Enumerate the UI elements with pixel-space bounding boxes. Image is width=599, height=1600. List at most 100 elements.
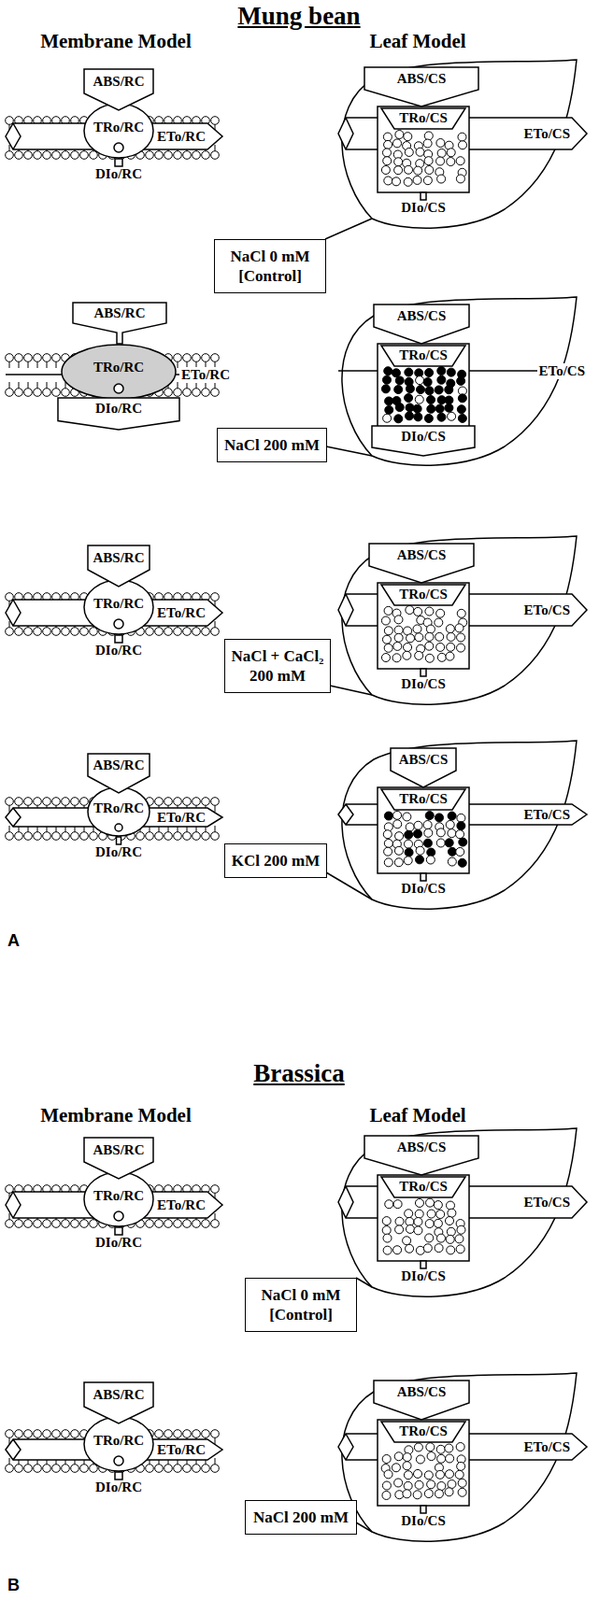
active-center-dot <box>456 1226 466 1235</box>
lipid-head <box>192 388 201 398</box>
node-label: TRo/CS <box>399 586 448 603</box>
lipid-tail <box>37 361 39 369</box>
trapping-center: TRo/CS <box>381 584 466 606</box>
lipid-head <box>173 798 183 807</box>
dissipation-arrow: DIo/RC <box>85 1472 152 1499</box>
active-center-dot <box>435 632 444 642</box>
active-center-dot <box>413 1218 423 1227</box>
lipid-head <box>164 1465 173 1474</box>
inactive-center-dot <box>425 368 434 377</box>
absorption-arrow: ABS/RC <box>84 1383 154 1425</box>
trapping-center: TRo/CS <box>381 789 466 811</box>
node-label: ETo/CS <box>524 126 571 143</box>
active-center-dot <box>383 1234 392 1243</box>
lipid-head <box>71 832 80 842</box>
treatment-label: NaCl 200 mM <box>223 435 321 456</box>
treatment-box: NaCl + CaCl₂ 200 mM <box>224 639 331 694</box>
dissipation-arrow: DIo/RC <box>57 398 180 430</box>
lipid-head <box>71 627 80 637</box>
active-center-dot <box>382 1454 391 1464</box>
treatment-box: NaCl 200 mM <box>244 1500 357 1536</box>
lipid-head <box>42 388 52 398</box>
active-center-dot <box>456 174 465 184</box>
lipid-head <box>145 1465 155 1474</box>
active-center-dot <box>413 175 422 185</box>
node-label: DIo/CS <box>400 428 446 445</box>
lipid-head <box>201 1430 211 1440</box>
active-center-dot <box>447 857 457 867</box>
active-center-dot <box>437 653 446 662</box>
active-center-dot <box>424 131 433 141</box>
active-center-dot <box>425 166 434 175</box>
active-center-dot <box>447 1209 457 1218</box>
lipid-tail <box>214 1438 216 1445</box>
node-label: DIo/CS <box>400 881 446 898</box>
dissipation-arrow: DIo/CS <box>390 873 457 899</box>
lipid-head <box>145 1220 155 1229</box>
node-label: ETo/RC <box>156 605 206 622</box>
arrow-shape <box>338 594 587 627</box>
active-center-dot <box>384 1470 393 1480</box>
inactive-center-dot <box>444 385 454 395</box>
active-center-dot <box>394 858 403 868</box>
arrow-tail-mark <box>13 599 21 627</box>
active-center-dot <box>425 1220 434 1229</box>
ellipse-shape <box>87 787 150 837</box>
chloroplast-square <box>377 583 470 670</box>
panel-heading: Leaf Model <box>369 29 466 54</box>
lipid-head <box>52 1220 61 1229</box>
inactive-center-dot <box>444 396 454 405</box>
lipid-head <box>192 1465 201 1474</box>
lipid-head <box>24 388 33 398</box>
active-center-dot <box>395 832 404 842</box>
reaction-center-dot <box>114 619 124 629</box>
active-center-dot <box>424 828 433 838</box>
inactive-center-dot <box>385 405 394 414</box>
panel-heading-text: Membrane Model <box>40 1104 192 1127</box>
lipid-head <box>155 1430 164 1440</box>
lipid-head <box>173 1430 183 1440</box>
active-center-dot <box>392 177 401 186</box>
inactive-center-dot <box>394 385 403 395</box>
active-center-dot <box>394 633 403 642</box>
section-title: Brassica <box>253 1059 345 1089</box>
lipid-head <box>61 798 71 807</box>
arrow-shape <box>338 117 587 150</box>
active-center-dot <box>403 1482 413 1491</box>
active-center-dot <box>456 609 466 618</box>
inactive-center-dot <box>437 367 446 376</box>
lipid-tail <box>46 361 48 369</box>
lipid-head <box>173 354 183 363</box>
active-center-dot <box>427 1210 436 1219</box>
lipid-head <box>71 1220 80 1229</box>
active-center-dot <box>383 1246 392 1256</box>
node-label: ETo/CS <box>524 1440 571 1456</box>
active-center-dot <box>436 828 445 838</box>
active-center-dot <box>382 1226 391 1236</box>
inactive-center-dot <box>434 385 443 395</box>
treatment-label: NaCl + CaCl₂ 200 mM <box>230 646 325 686</box>
inactive-center-dot <box>456 376 466 386</box>
inactive-center-dot <box>413 404 422 414</box>
active-center-dot <box>414 651 424 660</box>
treatment-label: NaCl 0 mM [Control] <box>220 246 320 286</box>
node-label: ABS/RC <box>92 1387 144 1404</box>
active-center-dot <box>394 846 403 856</box>
lipid-head <box>192 1220 201 1229</box>
inactive-center-dot <box>394 414 403 424</box>
inactive-center-dot <box>427 395 436 404</box>
arrow-shape <box>338 804 587 826</box>
lipid-head <box>173 388 183 398</box>
active-center-dot <box>445 625 455 634</box>
inactive-center-dot <box>434 813 443 823</box>
active-center-dot <box>424 1471 433 1481</box>
active-center-dot <box>381 165 390 174</box>
lipid-head <box>71 151 80 160</box>
lipid-head <box>52 388 61 398</box>
lipid-tail <box>37 382 39 389</box>
active-center-dot <box>415 147 425 157</box>
lipid-tail <box>205 382 207 389</box>
active-center-dot <box>415 1455 425 1465</box>
lipid-head <box>42 1465 52 1474</box>
absorption-arrow: ABS/CS <box>364 1136 479 1176</box>
